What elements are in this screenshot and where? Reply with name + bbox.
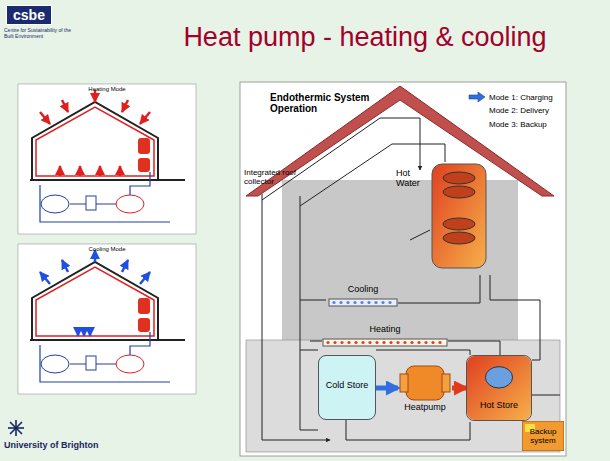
backup-system: Backup system (522, 421, 564, 451)
legend-text: Mode 2: Delivery (489, 106, 549, 115)
legend-item: Mode 2: Delivery (468, 106, 549, 118)
system-figure (240, 82, 566, 456)
heating-emitter: Heating (322, 324, 448, 348)
node-label: Heating (322, 324, 448, 334)
node-label: Cold Store (319, 380, 375, 390)
cold-store: Cold Store (318, 355, 376, 420)
tank-shape (396, 160, 490, 272)
heating-mode-figure (18, 84, 196, 234)
university-name: University of Brighton (4, 440, 124, 450)
figure-title: Heating Mode (18, 86, 196, 92)
node-label: Hot Store (467, 400, 531, 410)
legend-item: Mode 1: Charging (468, 92, 553, 104)
heat-pump: Heatpump (398, 360, 452, 416)
node-label: Heatpump (398, 402, 452, 412)
node-label: Hot Water (396, 168, 430, 188)
node-label: csbe (7, 6, 51, 24)
part-label: Integrated roof collector (244, 168, 318, 186)
figure-title: Cooling Mode (18, 246, 196, 252)
university-star (8, 420, 24, 436)
logo-box: csbe (6, 5, 52, 25)
flow-arrow (452, 386, 466, 391)
cooling-mode-figure (18, 244, 196, 394)
diagram-heading: Endothermic System Operation (270, 92, 370, 114)
flow-arrow (376, 386, 398, 391)
node-label: Backup system (522, 427, 564, 445)
node-label: Cooling (328, 284, 398, 294)
hot-water-tank: Hot Water (396, 160, 490, 272)
slide-title: Heat pump - heating & cooling (150, 22, 580, 53)
cooling-emitter: Cooling (328, 284, 398, 308)
store-shape (467, 356, 531, 420)
legend-text: Mode 3: Backup (489, 120, 547, 129)
legend-text: Mode 1: Charging (489, 93, 553, 102)
hot-store: Hot Store (466, 355, 532, 421)
logo-subtitle: Centre for Sustainability of the Built E… (4, 27, 78, 39)
legend-item: Mode 3: Backup (468, 120, 547, 132)
legend-arrow (468, 92, 486, 102)
